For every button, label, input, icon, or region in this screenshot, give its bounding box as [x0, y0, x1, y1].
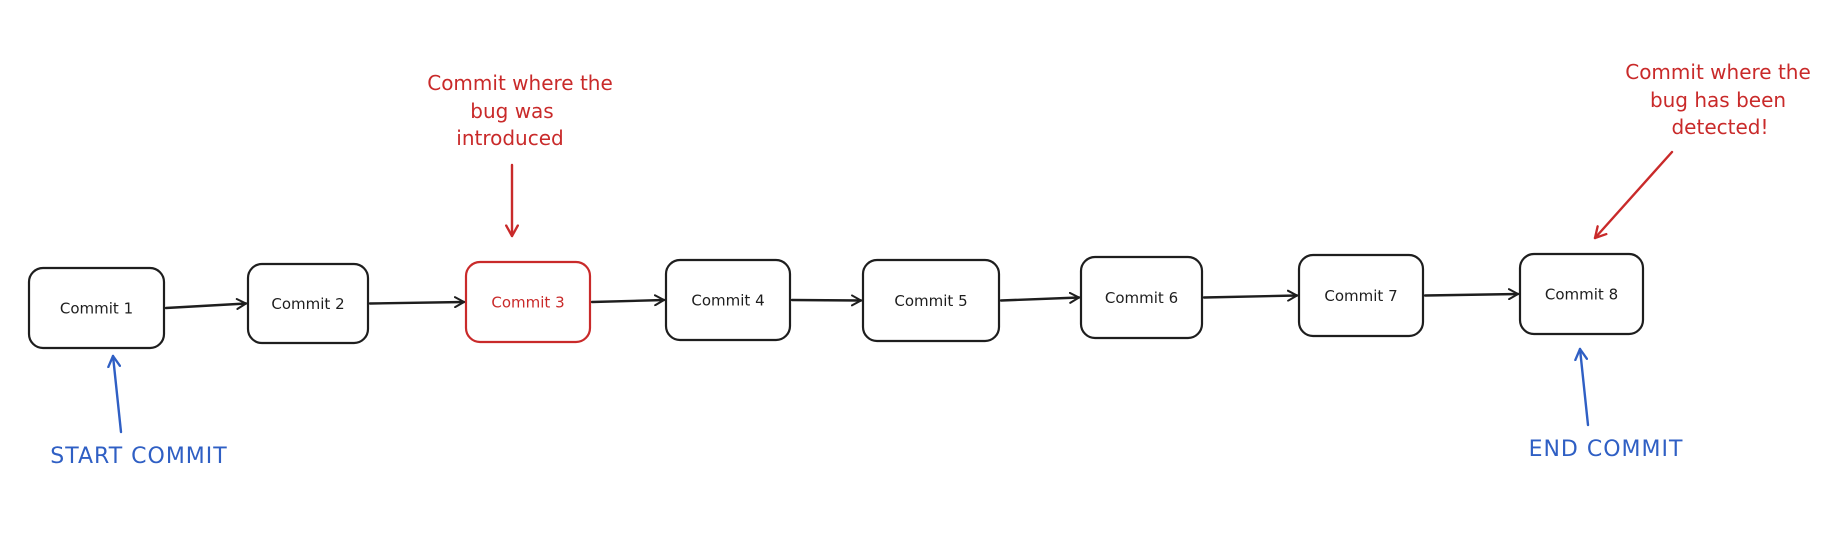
commit-box-6	[1079, 255, 1204, 340]
commit-label-6: Commit 6	[1105, 289, 1178, 307]
commit-box-7	[1297, 253, 1425, 338]
edge-commit-2-to-3	[368, 296, 466, 309]
bug-introduced-annotation: Commit where the bug was introduced	[427, 71, 613, 238]
commit-node-7: Commit 7	[1297, 253, 1425, 338]
commit-label-1: Commit 1	[60, 300, 133, 318]
edge-commit-5-to-6	[999, 291, 1081, 304]
commit-box-1	[27, 266, 166, 350]
commit-node-3: Commit 3	[464, 260, 592, 344]
edge-commit-1-to-2	[164, 298, 248, 310]
commit-box-2	[246, 262, 370, 345]
start-commit-label: START COMMIT	[50, 444, 227, 469]
commit-nodes: Commit 1 Commit 2 Commit 3 Commit 4 Commit 5…	[27, 252, 1645, 350]
edge-commit-3-to-4	[590, 294, 666, 307]
edge-commit-7-to-8	[1423, 288, 1520, 301]
commit-box-8	[1518, 252, 1645, 336]
bug-introduced-line-2: bug was	[470, 99, 553, 123]
start-commit-arrow	[107, 354, 123, 434]
commit-box-5	[861, 258, 1001, 343]
commit-label-8: Commit 8	[1545, 286, 1618, 304]
bug-detected-line-2: bug has been	[1650, 88, 1786, 112]
commit-label-7: Commit 7	[1324, 287, 1397, 305]
end-commit-marker: END COMMIT	[1529, 347, 1684, 462]
bug-detected-line-1: Commit where the	[1625, 60, 1811, 84]
end-commit-arrow	[1574, 347, 1590, 427]
start-commit-marker: START COMMIT	[50, 354, 227, 469]
commit-label-4: Commit 4	[691, 292, 764, 310]
edge-commit-4-to-5	[790, 294, 863, 307]
commit-box-4	[664, 258, 792, 342]
commit-label-3: Commit 3	[491, 294, 564, 312]
bug-detected-line-3: detected!	[1671, 115, 1768, 139]
end-commit-label: END COMMIT	[1529, 437, 1684, 462]
commit-node-4: Commit 4	[664, 258, 792, 342]
commit-label-5: Commit 5	[894, 292, 967, 310]
bug-introduced-line-3: introduced	[456, 126, 563, 150]
bug-introduced-line-1: Commit where the	[427, 71, 613, 95]
commit-node-8: Commit 8	[1518, 252, 1645, 336]
bug-detected-arrow	[1593, 150, 1674, 240]
commit-node-2: Commit 2	[246, 262, 370, 345]
commit-box-3	[464, 260, 592, 344]
edge-commit-6-to-7	[1202, 289, 1299, 302]
commit-node-5: Commit 5	[861, 258, 1001, 343]
bug-detected-annotation: Commit where the bug has been detected!	[1593, 60, 1811, 240]
commit-node-1: Commit 1	[27, 266, 166, 350]
commit-label-2: Commit 2	[271, 295, 344, 313]
commit-node-6: Commit 6	[1079, 255, 1204, 340]
commit-edges	[164, 288, 1520, 310]
